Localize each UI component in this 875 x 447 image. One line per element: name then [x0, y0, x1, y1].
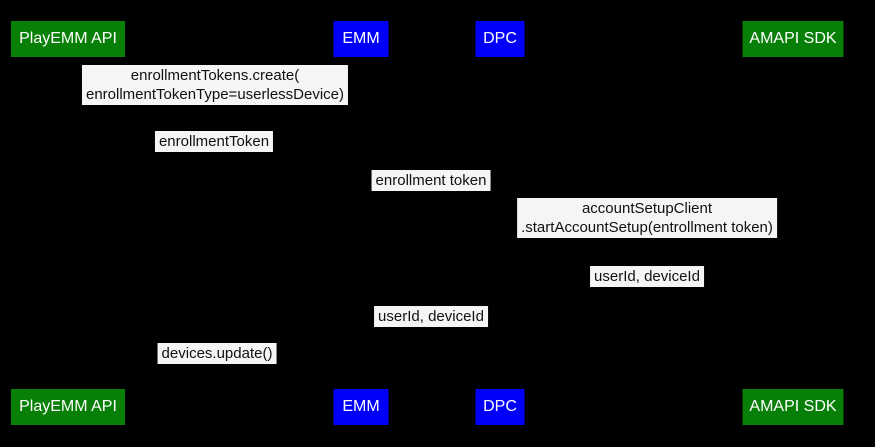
message-line: enrollmentTokenType=userlessDevice) [85, 86, 345, 103]
actor-amapi-sdk-top: AMAPI SDK [742, 21, 844, 57]
message-userid-deviceid-return: userId, deviceId [590, 266, 704, 287]
message-line: accountSetupClient [581, 200, 713, 217]
message-line: .startAccountSetup(entrollment token) [521, 219, 773, 236]
message-devices-update: devices.update() [157, 343, 277, 364]
message-enrollment-token-to-dpc: enrollment token [371, 170, 491, 191]
actor-playemm-api-bottom: PlayEMM API [11, 389, 125, 425]
message-enrollment-tokens-create: enrollmentTokens.create( enrollmentToken… [81, 65, 349, 105]
actor-emm-bottom: EMM [333, 389, 389, 425]
actor-playemm-api-top: PlayEMM API [11, 21, 125, 57]
message-enrollment-token-return: enrollmentToken [154, 131, 274, 152]
message-line: enrollment token [375, 172, 487, 189]
message-userid-deviceid-to-emm: userId, deviceId [374, 306, 488, 327]
actor-dpc-bottom: DPC [475, 389, 525, 425]
message-line: devices.update() [161, 345, 273, 362]
message-line: userId, deviceId [378, 308, 484, 325]
message-line: enrollmentTokens.create( [130, 67, 300, 84]
actor-dpc-top: DPC [475, 21, 525, 57]
message-start-account-setup: accountSetupClient .startAccountSetup(en… [517, 198, 777, 238]
actor-emm-top: EMM [333, 21, 389, 57]
actor-amapi-sdk-bottom: AMAPI SDK [742, 389, 844, 425]
message-line: enrollmentToken [158, 133, 270, 150]
message-line: userId, deviceId [594, 268, 700, 285]
